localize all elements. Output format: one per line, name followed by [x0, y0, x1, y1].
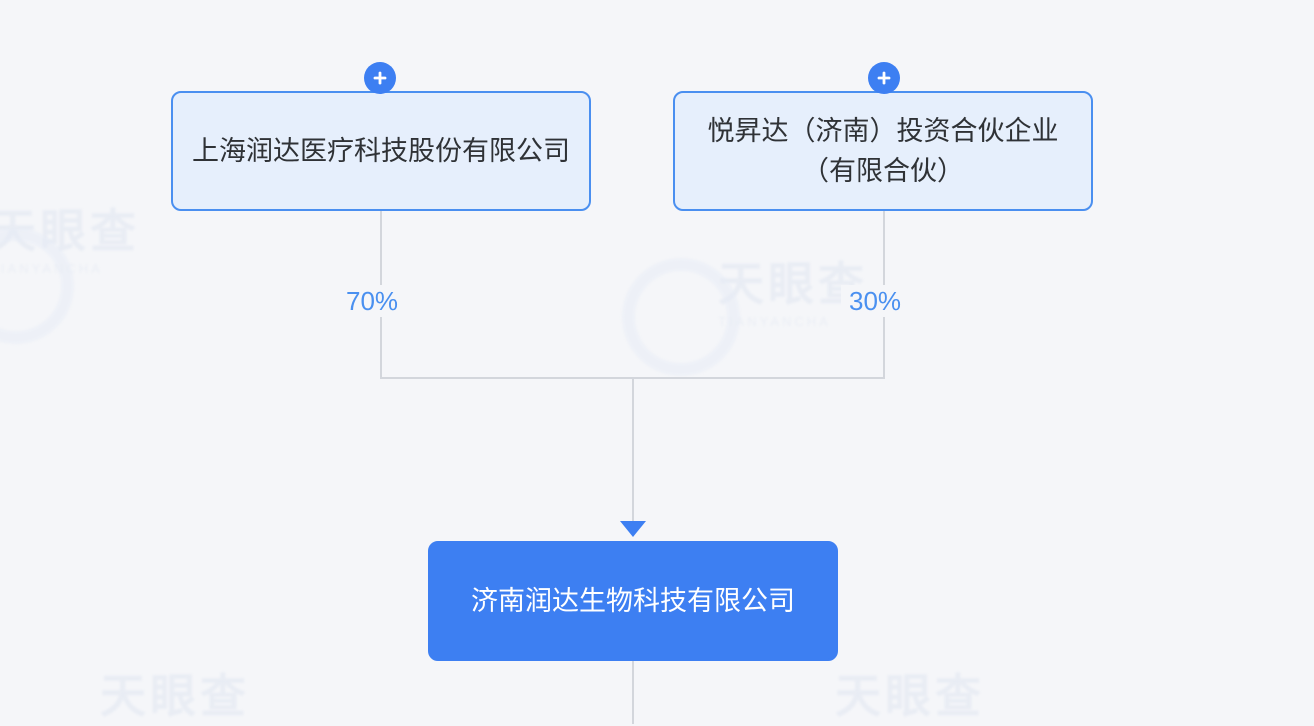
watermark-brand-bottom-left: 天眼查	[100, 660, 250, 726]
watermark-brand-left: 天眼查 TIANYANCHA	[0, 195, 140, 276]
expand-button-shareholder-1[interactable]	[364, 62, 396, 94]
node-shareholder-1-label: 上海润达医疗科技股份有限公司	[192, 136, 570, 166]
watermark-brand-text: 天眼查	[0, 205, 140, 257]
plus-icon	[877, 71, 891, 85]
watermark-brand-text-bl: 天眼查	[100, 670, 250, 722]
connector-line-to-company	[632, 377, 634, 523]
connector-line-below-company	[632, 661, 634, 724]
node-company-label: 济南润达生物科技有限公司	[471, 586, 795, 616]
node-shareholder-2[interactable]: 悦昇达（济南）投资合伙企业（有限合伙）	[673, 91, 1093, 211]
watermark-brand-bottom-right: 天眼查	[835, 660, 985, 726]
watermark-ring-center	[622, 258, 740, 376]
ownership-percent-shareholder-2: 30%	[841, 285, 910, 317]
watermark-brand-text-br: 天眼查	[835, 670, 985, 722]
expand-button-shareholder-2[interactable]	[868, 62, 900, 94]
plus-icon	[373, 71, 387, 85]
node-company[interactable]: 济南润达生物科技有限公司	[428, 541, 838, 661]
node-shareholder-2-label: 悦昇达（济南）投资合伙企业（有限合伙）	[707, 116, 1059, 186]
node-shareholder-1[interactable]: 上海润达医疗科技股份有限公司	[171, 91, 591, 211]
arrow-head-to-company	[620, 521, 646, 537]
watermark-ring-left	[0, 228, 74, 344]
ownership-percent-shareholder-1: 70%	[338, 285, 407, 317]
watermark-brand-subtext: TIANYANCHA	[0, 261, 103, 276]
